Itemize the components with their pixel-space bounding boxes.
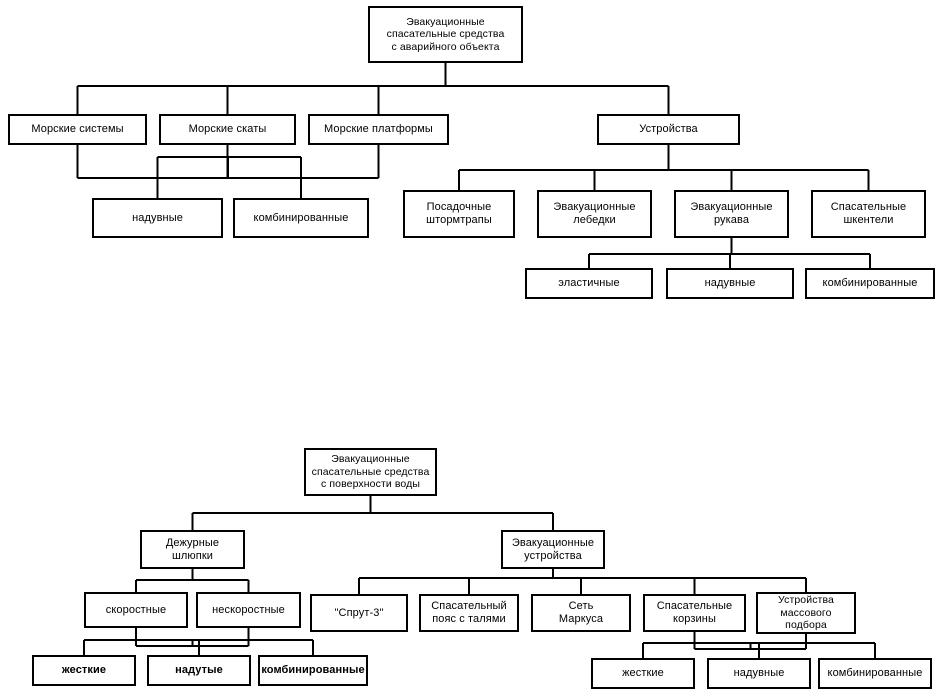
node-спрут-3: "Спрут-3" <box>310 594 408 632</box>
node-спасательный-пояс-с-талями: Спасательный пояс с талями <box>419 594 519 632</box>
node-спасательные-шкентели: Спасательные шкентели <box>811 190 926 238</box>
node-эвакуационные-рукава: Эвакуационные рукава <box>674 190 789 238</box>
node-надувные: надувные <box>707 658 811 689</box>
node-жесткие: жесткие <box>591 658 695 689</box>
node-комбинированные: комбинированные <box>258 655 368 686</box>
node-морские-системы: Морские системы <box>8 114 147 145</box>
node-надувные: надувные <box>666 268 794 299</box>
node-комбинированные: комбинированные <box>233 198 369 238</box>
node-эвакуационные-спасательные-средства-с-поверхности-воды: Эвакуационные спасательные средства с по… <box>304 448 437 496</box>
node-эвакуационные-спасательные-средства-с-аварийного-объекта: Эвакуационные спасательные средства с ав… <box>368 6 523 63</box>
node-дежурные-шлюпки: Дежурные шлюпки <box>140 530 245 569</box>
node-эвакуационные-лебедки: Эвакуационные лебедки <box>537 190 652 238</box>
node-эластичные: эластичные <box>525 268 653 299</box>
node-морские-скаты: Морские скаты <box>159 114 296 145</box>
node-эвакуационные-устройства: Эвакуационные устройства <box>501 530 605 569</box>
node-комбинированные: комбинированные <box>818 658 932 689</box>
node-комбинированные: комбинированные <box>805 268 935 299</box>
node-надутые: надутые <box>147 655 251 686</box>
node-посадочные-штормтрапы: Посадочные штормтрапы <box>403 190 515 238</box>
node-нескоростные: нескоростные <box>196 592 301 628</box>
node-морские-платформы: Морские платформы <box>308 114 449 145</box>
node-сеть-маркуса: Сеть Маркуса <box>531 594 631 632</box>
node-скоростные: скоростные <box>84 592 188 628</box>
node-жесткие: жесткие <box>32 655 136 686</box>
node-устройства: Устройства <box>597 114 740 145</box>
node-спасательные-корзины: Спасательные корзины <box>643 594 746 632</box>
node-надувные: надувные <box>92 198 223 238</box>
node-устройства-массового-подбора: Устройства массового подбора <box>756 592 856 634</box>
